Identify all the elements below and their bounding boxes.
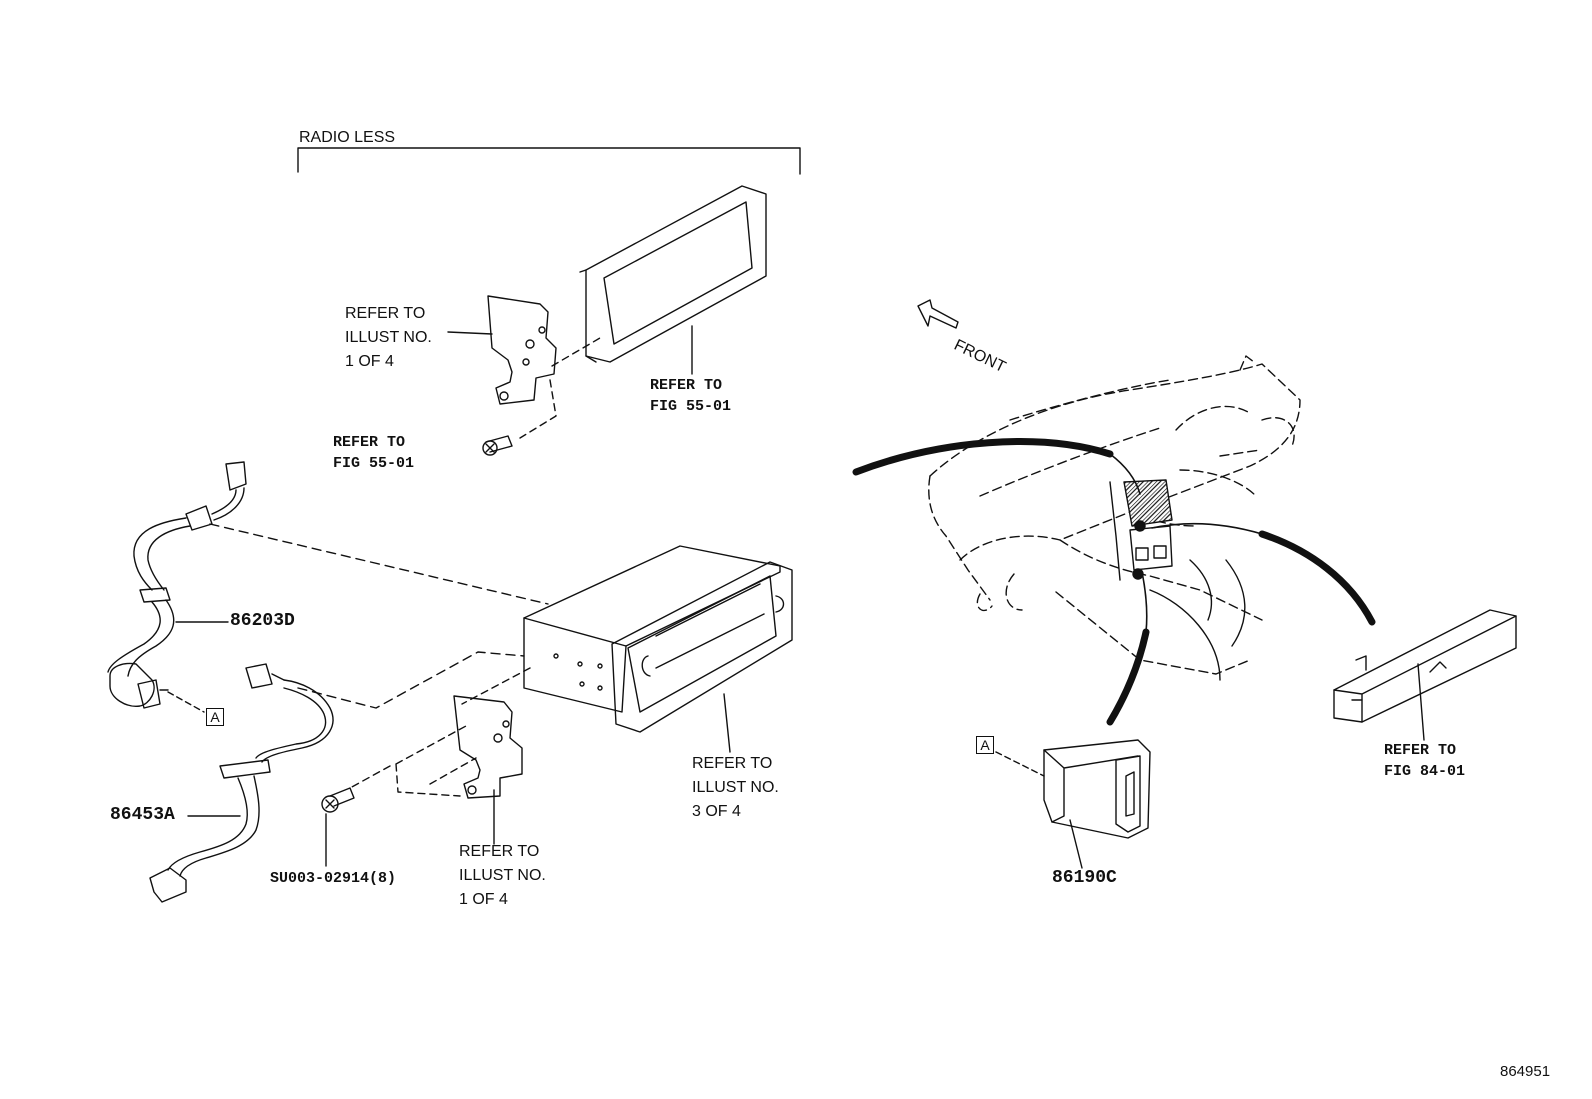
refer-fig-84-01-line2: FIG 84-01 bbox=[1384, 763, 1466, 780]
leader-top-bracket bbox=[447, 331, 493, 335]
trim-strip bbox=[1333, 609, 1517, 723]
refer-illust-3-line1: REFER TO bbox=[692, 755, 773, 772]
callout-arc-thin bbox=[1109, 453, 1141, 495]
switch-86190c bbox=[1043, 739, 1151, 839]
refer-illust-1-bottom: REFER TO ILLUST NO. 1 OF 4 bbox=[459, 840, 546, 912]
dash-harness-top bbox=[209, 523, 549, 605]
refer-fig-55-01-screw-line2: FIG 55-01 bbox=[333, 455, 415, 472]
refer-fig-55-01-panel-line2: FIG 55-01 bbox=[650, 398, 732, 415]
marker-a-right: A bbox=[976, 736, 994, 754]
bottom-bracket bbox=[453, 695, 523, 799]
refer-illust-1-top: REFER TO ILLUST NO. 1 OF 4 bbox=[345, 302, 432, 374]
dash-control-panel bbox=[1109, 479, 1246, 681]
radio-less-bracket bbox=[297, 147, 801, 175]
dashboard bbox=[928, 355, 1301, 675]
leader-head-unit bbox=[723, 693, 731, 753]
dash-a-right bbox=[995, 751, 1045, 777]
callout-arc-bottom bbox=[1106, 628, 1150, 726]
marker-a-left: A bbox=[206, 708, 224, 726]
front-arrow bbox=[917, 299, 959, 329]
refer-illust-3: REFER TO ILLUST NO. 3 OF 4 bbox=[692, 752, 779, 824]
leader-86190c bbox=[1069, 819, 1083, 869]
refer-illust-1-bottom-line2: ILLUST NO. bbox=[459, 867, 546, 884]
top-screw bbox=[482, 435, 513, 456]
dash-panel bbox=[551, 337, 601, 367]
refer-illust-1-top-line1: REFER TO bbox=[345, 305, 426, 322]
refer-fig-84-01-line1: REFER TO bbox=[1384, 742, 1457, 759]
refer-fig-55-01-screw: REFER TO FIG 55-01 bbox=[333, 432, 414, 474]
refer-fig-55-01-panel: REFER TO FIG 55-01 bbox=[650, 375, 731, 417]
dash-a-left bbox=[167, 691, 205, 713]
callout-dot-a bbox=[1134, 520, 1146, 532]
callout-arc-right-thin bbox=[1151, 522, 1263, 535]
harness-86453a bbox=[149, 663, 334, 903]
callout-arc-right bbox=[1258, 530, 1376, 626]
dash-bottom-bracket bbox=[349, 725, 477, 797]
leader-trim-strip bbox=[1417, 663, 1425, 741]
refer-fig-55-01-screw-line1: REFER TO bbox=[333, 434, 406, 451]
part-86203d: 86203D bbox=[230, 611, 295, 631]
refer-illust-1-top-line2: ILLUST NO. bbox=[345, 329, 432, 346]
dash-top-bracket bbox=[519, 379, 557, 439]
part-86453a: 86453A bbox=[110, 805, 175, 825]
refer-illust-1-bottom-line1: REFER TO bbox=[459, 843, 540, 860]
part-86190c: 86190C bbox=[1052, 868, 1117, 888]
diagram-id: 864951 bbox=[1500, 1063, 1551, 1080]
refer-illust-3-line2: ILLUST NO. bbox=[692, 779, 779, 796]
callout-dot-b bbox=[1132, 568, 1144, 580]
callout-arc-left bbox=[852, 438, 1114, 476]
refer-fig-55-01-panel-line1: REFER TO bbox=[650, 377, 723, 394]
bottom-screw bbox=[321, 787, 355, 813]
top-bracket bbox=[487, 295, 557, 405]
refer-fig-84-01: REFER TO FIG 84-01 bbox=[1384, 740, 1465, 782]
radio-less-label: RADIO LESS bbox=[299, 129, 396, 146]
part-screw-su003: SU003-02914(8) bbox=[270, 870, 397, 887]
harness-86203d bbox=[107, 461, 247, 709]
callout-arc-bottom-thin bbox=[1141, 571, 1148, 633]
head-unit bbox=[523, 545, 793, 733]
refer-illust-1-bottom-line3: 1 OF 4 bbox=[459, 891, 508, 908]
refer-illust-3-line3: 3 OF 4 bbox=[692, 803, 741, 820]
blank-panel bbox=[579, 185, 767, 363]
refer-illust-1-top-line3: 1 OF 4 bbox=[345, 353, 394, 370]
dash-harness-bottom bbox=[297, 651, 525, 709]
